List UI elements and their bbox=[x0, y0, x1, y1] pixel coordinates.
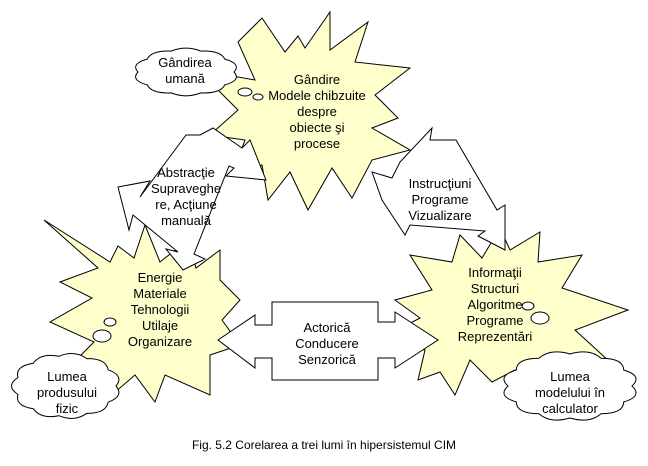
figure-caption: Fig. 5.2 Corelarea a trei lumi în hipers… bbox=[191, 438, 457, 452]
arrow-right-label: Instrucţiuni Programe Vizualizare bbox=[408, 176, 472, 223]
cloud-top-left-label: Gândirea umană bbox=[158, 55, 212, 86]
cloud-bottom-left-label: Lumea produsului fizic bbox=[37, 369, 97, 416]
cloud-outline bbox=[11, 353, 120, 419]
cloud-outline bbox=[135, 47, 237, 97]
arrow-left-diagonal bbox=[117, 127, 267, 271]
arrow-right-diagonal bbox=[371, 126, 506, 251]
arrow-bottom-label: Actorică Conducere Senzorică bbox=[295, 320, 359, 367]
cloud-tail-bubble bbox=[530, 311, 550, 325]
arrow-bottom-horizontal bbox=[217, 301, 439, 381]
cloud-tail-bubble bbox=[92, 329, 112, 343]
cloud-human-thinking bbox=[135, 47, 264, 101]
cloud-physical-product bbox=[11, 317, 120, 419]
cloud-tail-bubble bbox=[252, 93, 264, 101]
cloud-tail-bubble bbox=[521, 301, 535, 311]
cloud-computer-model bbox=[503, 301, 637, 421]
star-left-label: Energie Materiale Tehnologii Utilaje Org… bbox=[127, 270, 193, 349]
cloud-tail-bubble bbox=[103, 317, 117, 327]
star-right-label: Informaţii Structuri Algoritme Programe … bbox=[457, 265, 533, 344]
star-top-label: Gândire Modele chibzuite despre obiecte … bbox=[268, 72, 366, 151]
arrow-left-label: Abstracţie Supraveghe re, Acţiune manual… bbox=[150, 165, 222, 228]
cloud-bottom-right-label: Lumea modelului în calculator bbox=[534, 369, 606, 416]
cloud-tail-bubble bbox=[237, 87, 253, 97]
cloud-outline bbox=[503, 351, 637, 421]
